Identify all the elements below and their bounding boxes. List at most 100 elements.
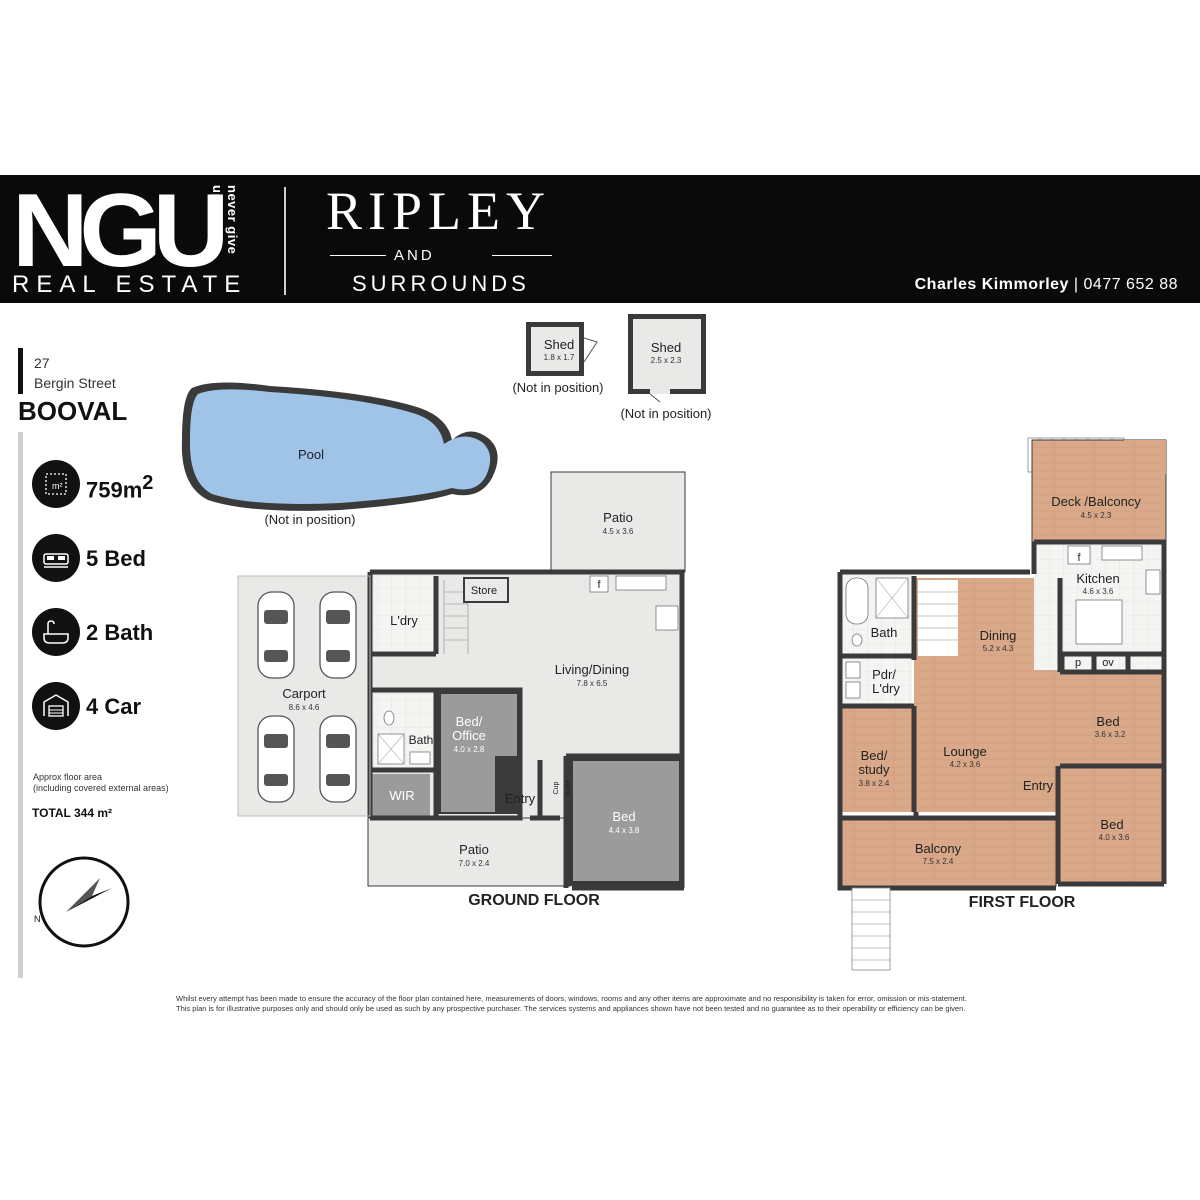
agent-phone: 0477 652 88 xyxy=(1083,276,1178,293)
shed2-label: Shed xyxy=(651,340,681,355)
patio-bottom-slab xyxy=(368,818,570,886)
pool-note: (Not in position) xyxy=(264,512,355,527)
stats-side-bar xyxy=(18,432,23,978)
gf-carport-dims: 8.6 x 4.6 xyxy=(289,703,320,712)
gf-patio-top-dims: 4.5 x 3.6 xyxy=(603,527,634,536)
ff-lounge-label: Lounge xyxy=(943,744,986,759)
ff-bed2-dims: 4.0 x 3.6 xyxy=(1099,833,1130,842)
logo-tagline: never give up xyxy=(210,185,240,255)
garage-icon xyxy=(32,682,80,730)
ff-pdr-line2: L'dry xyxy=(872,681,900,696)
gf-bed-office-dims: 4.0 x 2.8 xyxy=(454,745,485,754)
gf-wir-label: WIR xyxy=(389,788,414,803)
gf-store-label: Store xyxy=(471,585,497,597)
shed1-note: (Not in position) xyxy=(512,380,603,395)
agent-name: Charles Kimmorley xyxy=(914,276,1069,293)
gf-living-label: Living/Dining xyxy=(555,662,629,677)
shed-large: Shed 2.5 x 2.3 (Not in position) xyxy=(620,314,712,421)
gf-bath-label: Bath xyxy=(409,733,434,747)
total-area: TOTAL 344 m² xyxy=(32,806,113,820)
stat-land-size: 759m2 xyxy=(86,472,153,503)
gf-bed-office-line2: Office xyxy=(452,728,486,743)
gf-bed-label: Bed xyxy=(612,809,635,824)
area-note-line2: (including covered external areas) xyxy=(33,783,169,793)
ff-balcony-dims: 7.5 x 2.4 xyxy=(923,857,954,866)
gf-carport-label: Carport xyxy=(282,686,326,701)
ff-lounge-dims: 4.2 x 3.6 xyxy=(950,760,981,769)
pool: Pool (Not in position) xyxy=(181,382,498,527)
ff-dining-label: Dining xyxy=(980,628,1017,643)
ff-pdr-line1: Pdr/ xyxy=(872,667,896,682)
svg-text:m²: m² xyxy=(52,481,63,491)
ground-floor-plan: f Patio 4.5 x 3.6 Store L'dry Carport 8.… xyxy=(237,471,686,909)
area-note: Approx floor area (including covered ext… xyxy=(33,772,169,794)
disclaimer-line2: This plan is for illustrative purposes o… xyxy=(176,1004,966,1013)
shed-small: Shed 1.8 x 1.7 (Not in position) xyxy=(512,322,604,395)
ground-floor-title: GROUND FLOOR xyxy=(468,892,600,909)
compass: N xyxy=(34,856,130,948)
shed1-label: Shed xyxy=(544,337,574,352)
office-and: AND xyxy=(394,247,435,264)
stat-beds: 5 Bed xyxy=(86,546,146,571)
ff-bed2-label: Bed xyxy=(1100,817,1123,832)
shed1-dims: 1.8 x 1.7 xyxy=(544,353,575,362)
ff-bed-study-line1: Bed/ xyxy=(861,748,888,763)
disclaimer-line1: Whilst every attempt has been made to en… xyxy=(176,994,967,1003)
street-name: Bergin Street xyxy=(34,375,116,391)
ff-kitchen-label: Kitchen xyxy=(1076,571,1119,586)
header-banner: NGU never give up REAL ESTATE RIPLEY AND… xyxy=(0,175,1200,303)
office-line2: SURROUNDS xyxy=(352,271,530,296)
and-rule-right xyxy=(492,255,552,256)
shed2-dims: 2.5 x 2.3 xyxy=(651,356,682,365)
logo-main: NGU xyxy=(12,173,229,289)
ff-bed-study-line2: study xyxy=(858,762,890,777)
gf-bed-office-line1: Bed/ xyxy=(456,714,483,729)
disclaimer: Whilst every attempt has been made to en… xyxy=(176,994,1056,1014)
ff-bath-label: Bath xyxy=(871,625,898,640)
ff-fridge-label: f xyxy=(1077,552,1081,564)
and-rule-left xyxy=(330,255,386,256)
agent-separator: | xyxy=(1073,276,1079,293)
land-size-value: 759m xyxy=(86,477,143,503)
patio-top-slab xyxy=(551,472,685,572)
ff-oven-label: ov xyxy=(1102,657,1114,669)
gf-patio-bottom-label: Patio xyxy=(459,842,489,857)
ff-bed-study-dims: 3.8 x 2.4 xyxy=(859,779,890,788)
first-floor-title: FIRST FLOOR xyxy=(969,894,1076,911)
ff-dining-dims: 5.2 x 4.3 xyxy=(983,644,1014,653)
compass-north-label: N xyxy=(34,914,41,924)
ff-deck-label: Deck /Balconcy xyxy=(1051,494,1141,509)
shed2-note: (Not in position) xyxy=(620,406,711,421)
gf-living-dims: 7.8 x 6.5 xyxy=(577,679,608,688)
pool-label: Pool xyxy=(298,447,324,462)
address-accent-bar xyxy=(18,348,23,394)
logo-sub: REAL ESTATE xyxy=(12,271,248,298)
ff-entry-label: Entry xyxy=(1023,778,1054,793)
header-divider xyxy=(284,187,286,295)
land-size-unit: 2 xyxy=(142,472,154,494)
ground-fridge-label: f xyxy=(597,579,601,591)
suburb: BOOVAL xyxy=(18,396,128,426)
ff-bed1-dims: 3.6 x 3.2 xyxy=(1095,730,1126,739)
gf-patio-bottom-dims: 7.0 x 2.4 xyxy=(459,859,490,868)
ff-bed1-label: Bed xyxy=(1096,714,1119,729)
gf-laundry-label: L'dry xyxy=(390,613,418,628)
gf-robe-label: Robe xyxy=(565,780,572,797)
ff-pantry-label: p xyxy=(1075,657,1081,669)
stat-cars: 4 Car xyxy=(86,694,142,719)
ff-balcony-label: Balcony xyxy=(915,841,962,856)
area-note-line1: Approx floor area xyxy=(33,772,103,782)
gf-cup-label: Cup xyxy=(553,781,560,794)
first-floor-plan: f xyxy=(837,437,1167,971)
stat-baths: 2 Bath xyxy=(86,620,154,645)
ff-kitchen-dims: 4.6 x 3.6 xyxy=(1083,587,1114,596)
agent-contact: Charles Kimmorley | 0477 652 88 xyxy=(915,276,1178,294)
street-number: 27 xyxy=(34,355,50,371)
ff-deck-dims: 4.5 x 2.3 xyxy=(1081,511,1112,520)
land-size-icon: m² xyxy=(32,460,80,508)
gf-patio-top-label: Patio xyxy=(603,510,633,525)
bed-icon xyxy=(32,534,80,582)
bath-icon xyxy=(32,608,80,656)
gf-entry-label: Entry xyxy=(505,791,536,806)
